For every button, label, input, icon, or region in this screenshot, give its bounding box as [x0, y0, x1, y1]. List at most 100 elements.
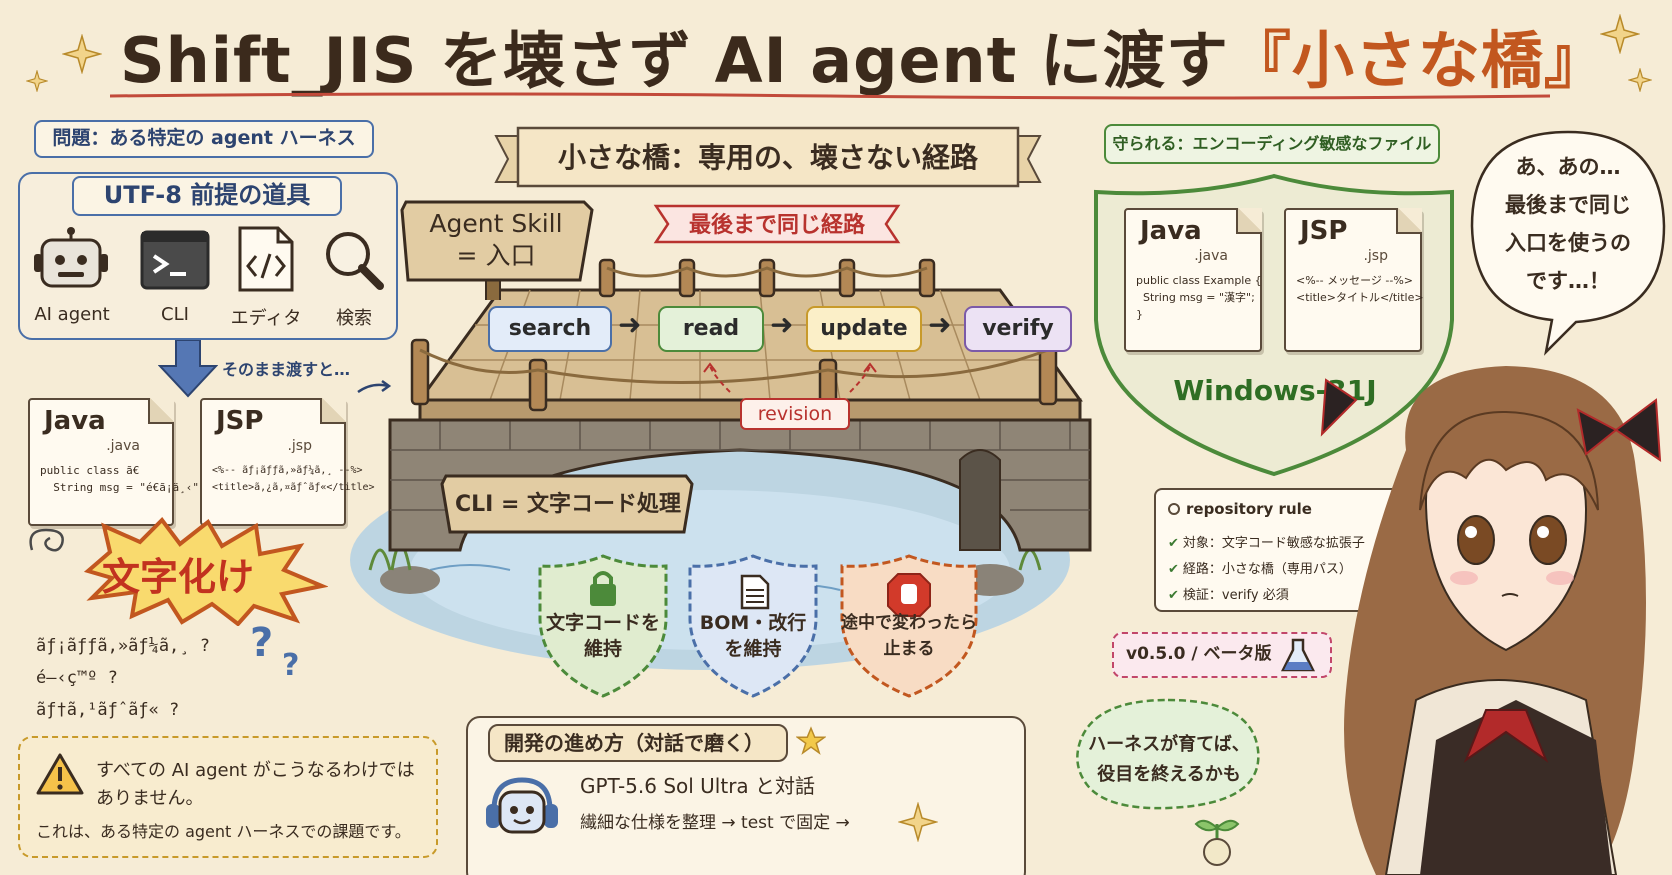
harness-line: 役目を終えるかも — [1097, 764, 1241, 785]
dev-line2: 繊細な仕様を整理 → test で固定 → — [580, 813, 850, 833]
shield-line: 止まる — [883, 639, 935, 659]
pass-note: そのまま渡すと… — [222, 360, 351, 379]
rule-item: ✔経路：小さな橋（専用パス） — [1168, 558, 1352, 577]
step-update: update — [806, 306, 922, 352]
arrow-right-icon — [357, 379, 392, 394]
doc-code: <%-- メッセージ --%> <title>タイトル</title> — [1296, 274, 1424, 304]
sparkle-icon — [1600, 14, 1640, 54]
garbled-lines: ãƒ¡ãƒƒã‚»ãƒ¼ã‚¸ ? é–‹ç™º ? ãƒ†ã‚¹ãƒˆãƒ« ? — [36, 630, 210, 726]
warning-box — [18, 736, 438, 858]
harness-text: ハーネスが育てば、役目を終えるかも — [1084, 730, 1254, 790]
rule-title: repository rule — [1168, 500, 1312, 518]
code-icon — [238, 226, 294, 292]
sparkle-icon — [62, 34, 102, 74]
check-icon: ✔ — [1168, 588, 1179, 603]
sparkle-icon — [1628, 68, 1652, 92]
entry-sign: Agent Skill = 入口 — [416, 208, 576, 272]
harness-bubble — [1076, 698, 1260, 810]
down-arrow-icon — [158, 340, 218, 398]
green-shield — [538, 554, 668, 698]
revision-loop-arrows — [703, 362, 877, 393]
title-accent: 『小さな橋』 — [1228, 24, 1607, 97]
speech-text: あ、あの… 最後まで同じ入口を使うのです…！ — [1482, 148, 1654, 300]
arrow-icon: ➜ — [928, 308, 952, 341]
mojibake-label: 文字化け — [102, 555, 255, 599]
bridge-banner: 小さな橋：専用の、壊さない経路 — [557, 141, 978, 174]
harness-line: ハーネスが育てば、 — [1088, 734, 1250, 755]
speech-line: あ、あの… — [1515, 155, 1621, 179]
rule-item-text: 経路：小さな橋（専用パス） — [1182, 562, 1352, 577]
banner-ribbon — [494, 126, 1042, 188]
shield-line: 文字コードを — [545, 612, 660, 634]
doc-title: JSP — [1300, 216, 1348, 246]
rule-item-text: 対象：文字コード敏感な拡張子 — [1182, 536, 1365, 551]
tool-label: 検索 — [336, 308, 372, 329]
document-icon — [740, 574, 770, 610]
garbled-jsp-doc: JSP .jsp <%-- ãƒ¡ãƒƒã‚»ãƒ¼ã‚¸ --%> <titl… — [200, 398, 375, 526]
sparkle-icon — [898, 802, 938, 842]
title-text: Shift_JIS を壊さず AI agent に渡す『小さな橋』 — [120, 10, 1607, 100]
garbled-java-doc: Java .java public class ã€ String msg = … — [28, 398, 206, 526]
sprout-icon — [1194, 819, 1240, 866]
doc-ext: .java — [106, 438, 140, 454]
question-mark-icon: ? — [250, 620, 274, 666]
lock-icon — [590, 571, 616, 606]
check-icon: ✔ — [1168, 536, 1179, 551]
doc-ext: .jsp — [287, 438, 312, 454]
shield-text: 途中で変わったら止まる — [838, 610, 980, 662]
shield-text: BOM・改行を維持 — [690, 610, 816, 662]
doc-title: Java — [1140, 216, 1202, 246]
speech-line: 入口を使うの — [1505, 231, 1631, 255]
character-illustration — [1320, 366, 1662, 875]
page-title: Shift_JIS を壊さず AI agent に渡す『小さな橋』 — [0, 4, 1672, 100]
dev-heading: 開発の進め方（対話で磨く） — [488, 724, 788, 762]
warning-line: これは、ある特定の agent ハーネスでの課題です。 — [36, 822, 411, 841]
flask-icon — [1280, 638, 1316, 672]
tools-heading: UTF-8 前提の道具 — [72, 176, 342, 216]
revision-label: revision — [740, 398, 850, 430]
robot-icon — [34, 227, 108, 288]
rule-title-text: repository rule — [1186, 500, 1312, 518]
shield-line: 維持 — [583, 638, 622, 660]
dev-line1: GPT-5.6 Sol Ultra と対話 — [580, 774, 816, 798]
title-underline — [110, 92, 1550, 100]
speech-bubble — [1470, 130, 1666, 356]
shield-line: BOM・改行 — [699, 612, 807, 634]
step-read: read — [658, 306, 764, 352]
doc-code: <%-- ãƒ¡ãƒƒã‚»ãƒ¼ã‚¸ --%> <title>ã‚¿ã‚¤ã… — [212, 465, 375, 493]
speech-line: 最後まで同じ — [1505, 193, 1631, 217]
cli-signboard — [440, 474, 694, 534]
entry-signboard — [400, 200, 594, 300]
tool-label: CLI — [161, 304, 189, 325]
entry-sign-line: Agent Skill — [429, 209, 563, 238]
problem-heading: 問題：ある特定の agent ハーネス — [34, 120, 374, 158]
doc-title: Java — [44, 406, 106, 436]
same-path-ribbon — [653, 204, 901, 244]
doc-code: public class ã€ String msg = "é€ã¡ä¸‹"; — [40, 464, 206, 494]
speech-line: です…！ — [1526, 269, 1610, 293]
cli-sign: CLI = 文字コード処理 — [454, 492, 682, 517]
question-mark-icon: ? — [282, 648, 300, 683]
rule-item-text: 検証：verify 必須 — [1182, 588, 1289, 603]
shield-line: を維持 — [724, 638, 782, 660]
rule-item: ✔検証：verify 必須 — [1168, 584, 1289, 603]
warning-line: すべての AI agent がこうなるわけでは — [96, 760, 415, 781]
arrow-icon: ➜ — [770, 308, 794, 341]
doc-ext: .jsp — [1363, 248, 1388, 264]
garbled-line: é–‹ç™º ? — [36, 668, 118, 688]
rule-item: ✔対象：文字コード敏感な拡張子 — [1168, 532, 1365, 551]
step-search: search — [488, 306, 612, 352]
stop-hand-icon — [887, 573, 931, 617]
shield-line: 途中で変わったら — [841, 613, 977, 633]
garbled-line: ãƒ¡ãƒƒã‚»ãƒ¼ã‚¸ ? — [36, 636, 210, 656]
arrow-icon: ➜ — [618, 308, 642, 341]
tool-label: AI agent — [34, 304, 110, 325]
entry-sign-line: = 入口 — [456, 241, 536, 270]
protected-jsp-doc: JSP .jsp <%-- メッセージ --%> <title>タイトル</ti… — [1284, 208, 1424, 352]
protected-java-doc: Java .java public class Example { String… — [1124, 208, 1262, 352]
garbled-line: ãƒ†ã‚¹ãƒˆãƒ« ? — [36, 700, 180, 720]
title-main: Shift_JIS を壊さず AI agent に渡す — [120, 24, 1229, 97]
shield-text: 文字コードを維持 — [540, 610, 666, 662]
warning-line: ありません。 — [96, 788, 204, 809]
same-path-label: 最後まで同じ経路 — [688, 213, 865, 238]
